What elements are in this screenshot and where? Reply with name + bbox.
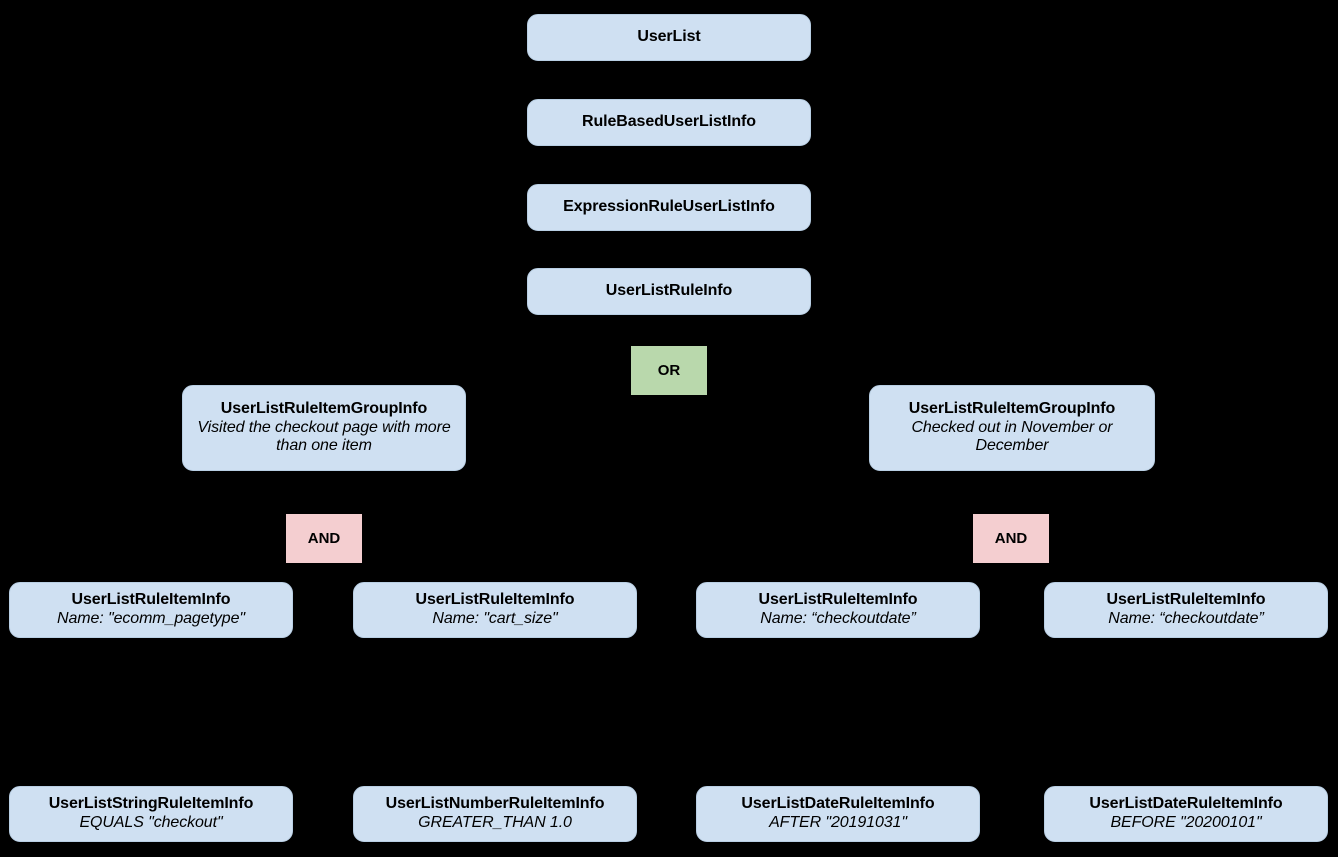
node-title: UserListDateRuleItemInfo	[1089, 795, 1283, 813]
node-title: UserListRuleItemGroupInfo	[220, 399, 428, 417]
node-leaf-4[interactable]: UserListDateRuleItemInfo BEFORE "2020010…	[1044, 786, 1328, 842]
operator-and-left[interactable]: AND	[286, 514, 362, 563]
node-title: ExpressionRuleUserListInfo	[563, 198, 775, 216]
node-title: UserListRuleItemInfo	[758, 591, 918, 609]
node-rule-item-2[interactable]: UserListRuleItemInfo Name: "cart_size"	[353, 582, 637, 638]
node-title: UserList	[637, 28, 701, 46]
operator-and-right[interactable]: AND	[973, 514, 1049, 563]
node-title: UserListRuleItemInfo	[71, 591, 231, 609]
node-title: UserListNumberRuleItemInfo	[385, 795, 605, 813]
node-title: UserListRuleItemGroupInfo	[908, 399, 1116, 417]
node-subtitle: Name: "ecomm_pagetype"	[57, 610, 245, 627]
operator-label: AND	[307, 529, 341, 547]
node-subtitle: Name: “checkoutdate”	[760, 610, 916, 627]
node-subtitle: BEFORE "20200101"	[1110, 814, 1262, 831]
node-title: UserListRuleItemInfo	[1106, 591, 1266, 609]
operator-label: OR	[657, 361, 681, 379]
node-rule-item-3[interactable]: UserListRuleItemInfo Name: “checkoutdate…	[696, 582, 980, 638]
operator-or[interactable]: OR	[631, 346, 707, 395]
node-expression-rule-user-list-info[interactable]: ExpressionRuleUserListInfo	[527, 184, 811, 231]
node-title: UserListRuleInfo	[605, 282, 733, 300]
node-rule-item-1[interactable]: UserListRuleItemInfo Name: "ecomm_pagety…	[9, 582, 293, 638]
node-subtitle: GREATER_THAN 1.0	[418, 814, 572, 831]
node-subtitle: Checked out in November or December	[911, 418, 1113, 455]
node-subtitle: AFTER "20191031"	[769, 814, 907, 831]
node-user-list-rule-info[interactable]: UserListRuleInfo	[527, 268, 811, 315]
node-subtitle: Name: “checkoutdate”	[1108, 610, 1264, 627]
node-rule-item-4[interactable]: UserListRuleItemInfo Name: “checkoutdate…	[1044, 582, 1328, 638]
node-subtitle: EQUALS "checkout"	[79, 814, 223, 831]
node-title: RuleBasedUserListInfo	[582, 113, 756, 131]
operator-label: AND	[994, 529, 1028, 547]
node-title: UserListDateRuleItemInfo	[741, 795, 935, 813]
node-title: UserListStringRuleItemInfo	[48, 795, 254, 813]
node-group-left[interactable]: UserListRuleItemGroupInfo Visited the ch…	[182, 385, 466, 471]
node-subtitle: Visited the checkout page with more than…	[197, 418, 451, 455]
node-rule-based-user-list-info[interactable]: RuleBasedUserListInfo	[527, 99, 811, 146]
node-subtitle: Name: "cart_size"	[432, 610, 558, 627]
node-user-list[interactable]: UserList	[527, 14, 811, 61]
node-leaf-2[interactable]: UserListNumberRuleItemInfo GREATER_THAN …	[353, 786, 637, 842]
node-leaf-1[interactable]: UserListStringRuleItemInfo EQUALS "check…	[9, 786, 293, 842]
node-title: UserListRuleItemInfo	[415, 591, 575, 609]
node-leaf-3[interactable]: UserListDateRuleItemInfo AFTER "20191031…	[696, 786, 980, 842]
node-group-right[interactable]: UserListRuleItemGroupInfo Checked out in…	[869, 385, 1155, 471]
